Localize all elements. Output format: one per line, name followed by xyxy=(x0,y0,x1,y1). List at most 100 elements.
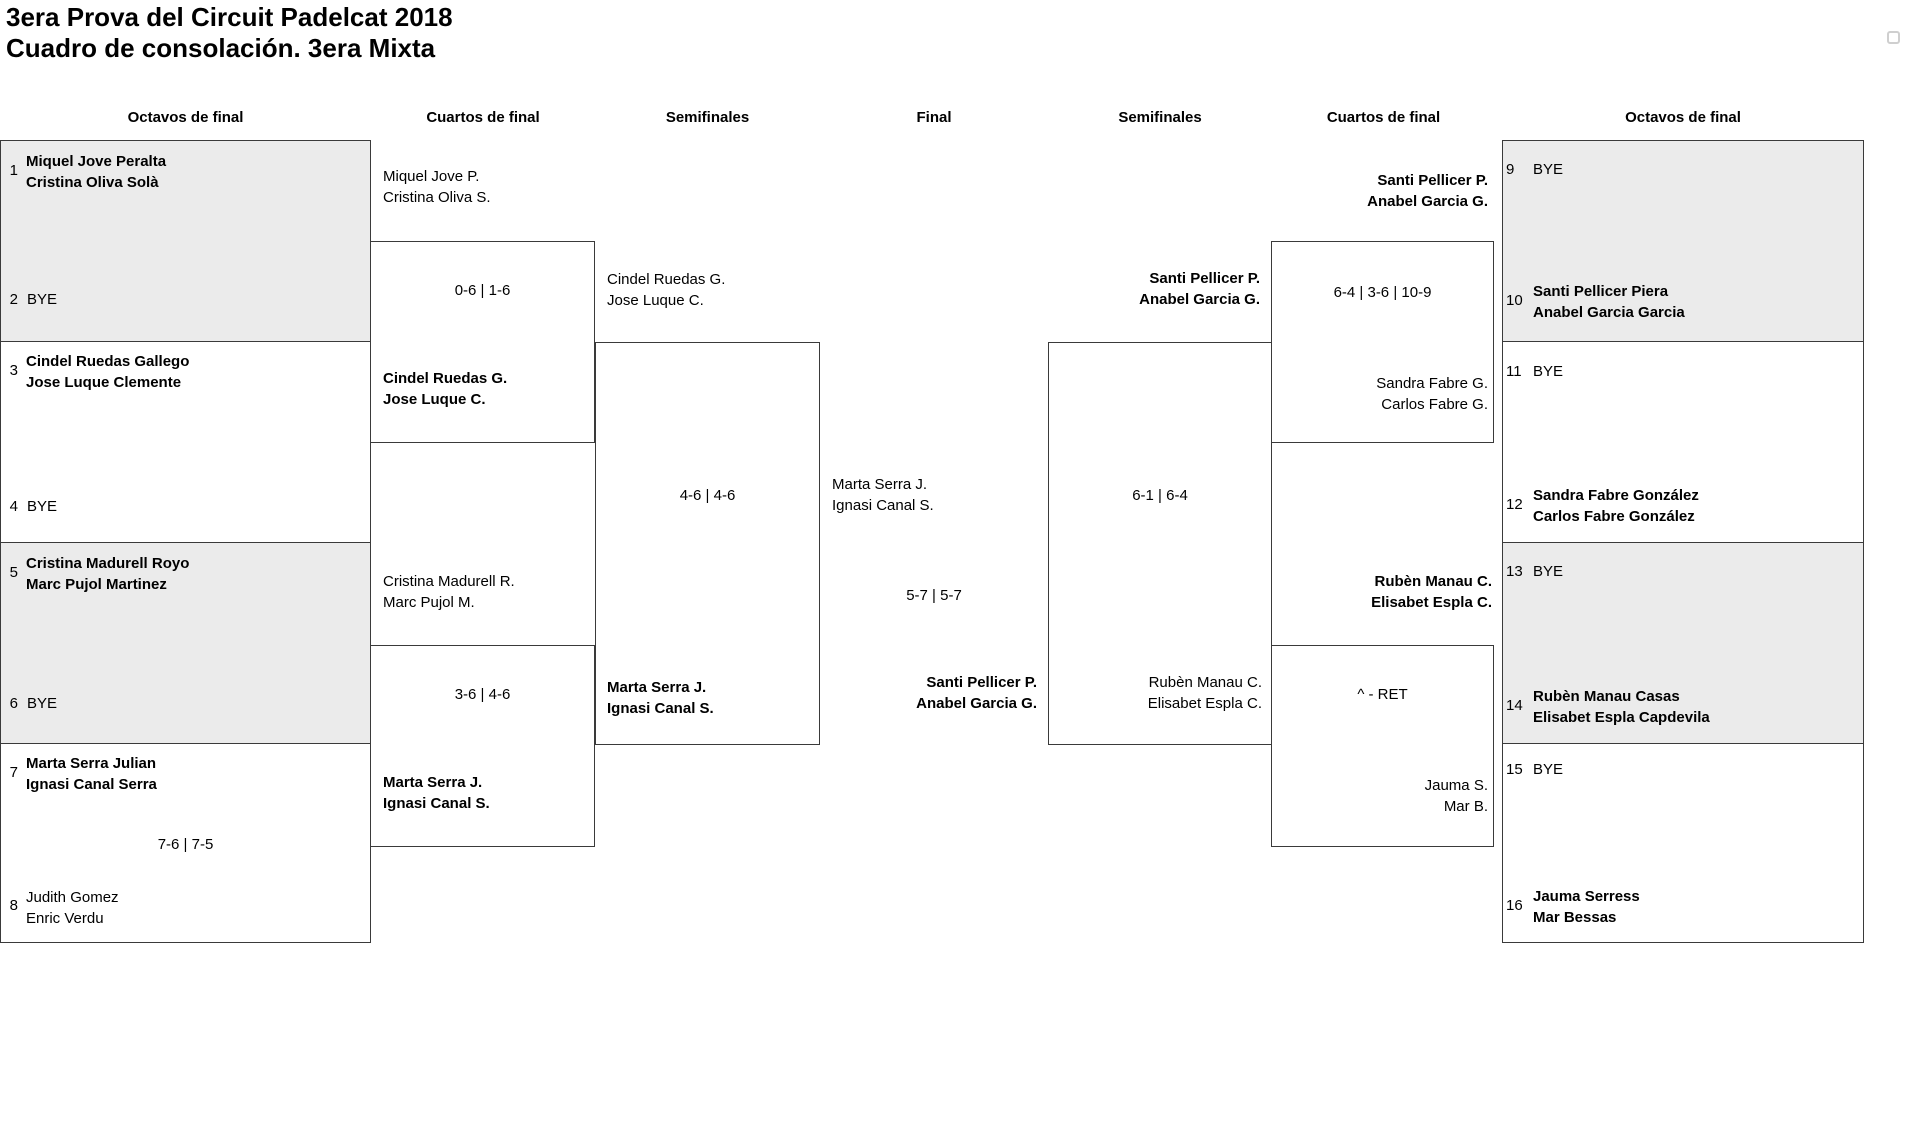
player-2: Carlos Fabre González xyxy=(1533,508,1695,525)
player-2: Jose Luque C. xyxy=(607,292,704,309)
seed-number: 13 xyxy=(1506,563,1523,580)
player-2: Ignasi Canal S. xyxy=(383,795,490,812)
seed-number: 8 xyxy=(9,897,18,914)
matchbox-cuartos-right-2 xyxy=(1271,645,1494,847)
player-1: Santi Pellicer P. xyxy=(926,674,1037,691)
player-2: Anabel Garcia Garcia xyxy=(1533,304,1685,321)
player-2: Elisabet Espla Capdevila xyxy=(1533,709,1710,726)
player-1: Cindel Ruedas Gallego xyxy=(26,353,190,370)
player-2: Ignasi Canal S. xyxy=(607,700,714,717)
bye-label: BYE xyxy=(1533,363,1564,380)
seed-number: 7 xyxy=(9,764,18,781)
player-1: Cindel Ruedas G. xyxy=(607,271,726,288)
seed-number: 4 xyxy=(9,498,18,515)
seed-number: 10 xyxy=(1506,292,1523,309)
seed-number: 6 xyxy=(9,695,18,712)
match-score: 6-1 | 6-4 xyxy=(1132,487,1188,504)
matchbox-cuartos-left-1 xyxy=(370,241,595,443)
octavos-block-left-2 xyxy=(0,341,371,543)
bye-label: BYE xyxy=(27,498,58,515)
round-header-semis-right: Semifinales xyxy=(1118,109,1202,126)
bye-label: BYE xyxy=(1533,563,1564,580)
player-2: Mar B. xyxy=(1443,798,1488,815)
player-1: Judith Gomez xyxy=(26,889,119,906)
page-title: 3era Prova del Circuit Padelcat 2018 xyxy=(6,2,453,32)
team-names: Cindel Ruedas Gallego Jose Luque Clement… xyxy=(26,351,189,393)
bye-label: BYE xyxy=(27,695,58,712)
player-2: Ignasi Canal S. xyxy=(832,497,934,514)
round-header-semis-left: Semifinales xyxy=(665,109,750,126)
octavos-block-right-3 xyxy=(1502,542,1864,744)
octavos-block-right-1 xyxy=(1502,140,1864,342)
player-1: Rubèn Manau C. xyxy=(1148,674,1262,691)
seed-number: 3 xyxy=(9,362,18,379)
finalist-team: Marta Serra J. Ignasi Canal S. xyxy=(832,474,934,516)
match-score: 0-6 | 1-6 xyxy=(454,282,511,299)
player-1: Miquel Jove Peralta xyxy=(26,153,167,170)
seed-number: 12 xyxy=(1506,496,1523,513)
player-1: Miquel Jove P. xyxy=(383,168,480,185)
team-names: Santi Pellicer Piera Anabel Garcia Garci… xyxy=(1533,281,1685,323)
round-header-cuartos-right: Cuartos de final xyxy=(1326,109,1441,126)
player-2: Anabel Garcia G. xyxy=(916,695,1037,712)
player-1: Cristina Madurell R. xyxy=(383,573,515,590)
team-names: Rubèn Manau Casas Elisabet Espla Capdevi… xyxy=(1533,686,1710,728)
player-1: Marta Serra J. xyxy=(607,679,707,696)
player-1: Rubèn Manau C. xyxy=(1374,573,1492,590)
player-1: Marta Serra Julian xyxy=(26,755,157,772)
player-1: Cindel Ruedas G. xyxy=(383,370,508,387)
advancing-team: Jauma S. Mar B. xyxy=(1425,775,1488,817)
advancing-team: Rubèn Manau C. Elisabet Espla C. xyxy=(1148,672,1262,714)
round-header-octavos-right: Octavos de final xyxy=(1625,109,1741,126)
matchbox-semi-left xyxy=(595,342,820,745)
final-score: 5-7 | 5-7 xyxy=(906,587,962,604)
seed-number: 5 xyxy=(9,564,18,581)
player-2: Jose Luque C. xyxy=(383,391,486,408)
seed-number: 16 xyxy=(1506,897,1523,914)
player-1: Cristina Madurell Royo xyxy=(26,555,190,572)
player-1: Sandra Fabre G. xyxy=(1376,375,1488,392)
team-names: Judith Gomez Enric Verdu xyxy=(26,887,119,929)
player-2: Marc Pujol Martinez xyxy=(26,576,167,593)
advancing-team: Santi Pellicer P. Anabel Garcia G. xyxy=(1367,170,1488,212)
matchbox-cuartos-left-2 xyxy=(370,645,595,847)
advancing-team: Santi Pellicer P. Anabel Garcia G. xyxy=(1139,268,1260,310)
seed-number: 14 xyxy=(1506,697,1523,714)
player-1: Marta Serra J. xyxy=(383,774,483,791)
match-score: 4-6 | 4-6 xyxy=(679,487,736,504)
team-names: Sandra Fabre González Carlos Fabre Gonzá… xyxy=(1533,485,1699,527)
advancing-team: Cristina Madurell R. Marc Pujol M. xyxy=(383,571,515,613)
advancing-team: Marta Serra J. Ignasi Canal S. xyxy=(607,677,714,719)
player-2: Jose Luque Clemente xyxy=(26,374,182,391)
player-2: Elisabet Espla C. xyxy=(1371,594,1492,611)
matchbox-semi-right xyxy=(1048,342,1272,745)
player-1: Jauma Serress xyxy=(1533,888,1640,905)
corner-widget-icon xyxy=(1887,31,1900,44)
seed-number: 2 xyxy=(9,291,18,308)
player-2: Cristina Oliva S. xyxy=(383,189,491,206)
seed-number: 11 xyxy=(1506,363,1522,380)
player-1: Sandra Fabre González xyxy=(1533,487,1699,504)
page-subtitle: Cuadro de consolación. 3era Mixta xyxy=(6,33,436,63)
octavos-block-left-1 xyxy=(0,140,371,342)
player-1: Santi Pellicer P. xyxy=(1377,172,1488,189)
round-header-cuartos-left: Cuartos de final xyxy=(426,109,540,126)
player-2: Anabel Garcia G. xyxy=(1367,193,1488,210)
seed-number: 1 xyxy=(9,162,18,179)
round-header-octavos-left: Octavos de final xyxy=(127,109,244,126)
player-2: Anabel Garcia G. xyxy=(1139,291,1260,308)
player-1: Jauma S. xyxy=(1424,777,1488,794)
player-1: Santi Pellicer Piera xyxy=(1533,283,1669,300)
matchbox-cuartos-right-1 xyxy=(1271,241,1494,443)
octavos-block-right-4 xyxy=(1502,743,1864,943)
advancing-team: Sandra Fabre G. Carlos Fabre G. xyxy=(1376,373,1488,415)
bye-label: BYE xyxy=(1533,761,1564,778)
match-score: 3-6 | 4-6 xyxy=(454,686,511,703)
advancing-team: Cindel Ruedas G. Jose Luque C. xyxy=(383,368,507,410)
team-names: Cristina Madurell Royo Marc Pujol Martin… xyxy=(26,553,189,595)
finalist-team: Santi Pellicer P. Anabel Garcia G. xyxy=(916,672,1037,714)
player-1: Santi Pellicer P. xyxy=(1149,270,1260,287)
player-2: Ignasi Canal Serra xyxy=(26,776,157,793)
match-score: 6-4 | 3-6 | 10-9 xyxy=(1333,284,1432,301)
